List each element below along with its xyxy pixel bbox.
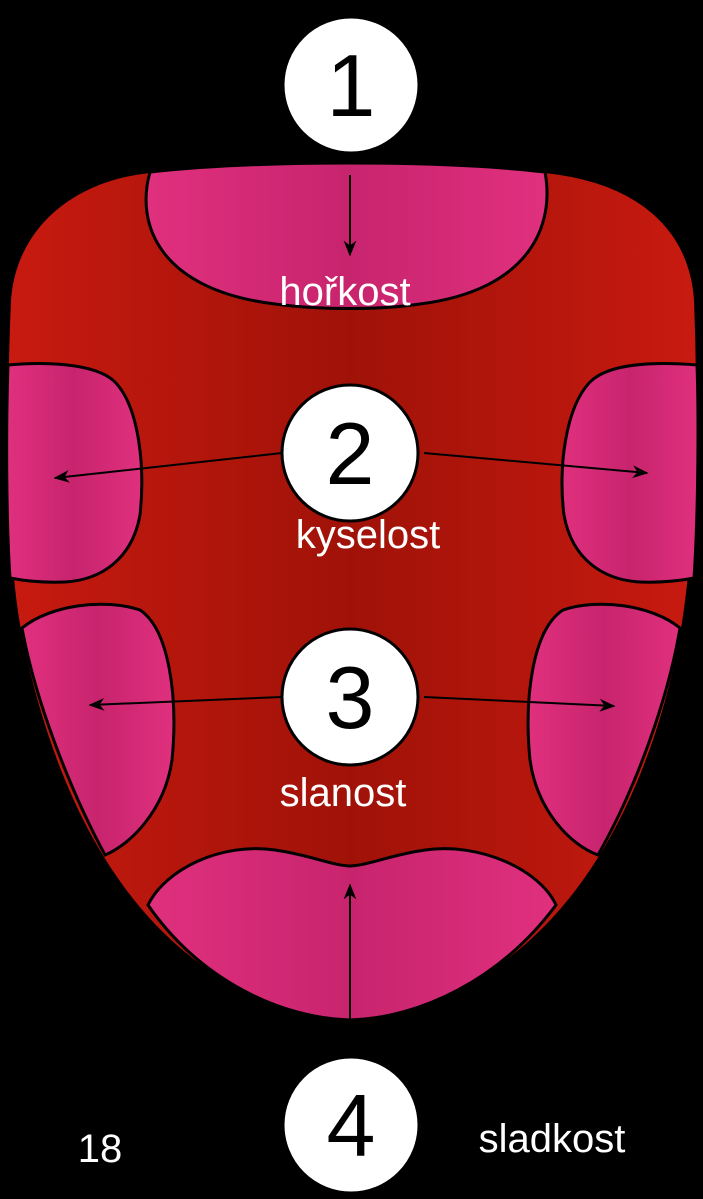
label-bitter: hořkost xyxy=(279,270,410,314)
zone-number: 3 xyxy=(326,648,375,747)
page-number: 18 xyxy=(78,1127,123,1171)
zone-number: 4 xyxy=(327,1076,376,1175)
zone-marker-1: 1 xyxy=(281,15,421,155)
arrow-sour-right xyxy=(423,452,649,479)
zone-sweet xyxy=(146,847,558,1022)
arrow-salty-right xyxy=(423,696,616,712)
zone-number: 1 xyxy=(327,36,376,135)
zone-marker-4: 4 xyxy=(281,1055,421,1195)
zone-circle xyxy=(280,627,420,767)
zone-circle xyxy=(281,1055,421,1195)
label-salty: slanost xyxy=(280,771,407,815)
zone-salty-left xyxy=(20,602,176,857)
zone-marker-2: 2 xyxy=(280,383,420,523)
arrow-sour-left xyxy=(53,452,283,483)
zone-number: 2 xyxy=(326,404,375,503)
zone-salty-right xyxy=(526,602,682,857)
zone-bitter xyxy=(144,161,549,310)
label-sour: kyselost xyxy=(296,513,441,557)
zone-sour-left xyxy=(5,362,144,584)
zone-circle xyxy=(280,383,420,523)
zone-marker-3: 3 xyxy=(280,627,420,767)
label-sweet: sladkost xyxy=(479,1117,626,1161)
arrow-salty-left xyxy=(88,696,283,711)
zone-sour-right xyxy=(560,362,700,584)
zone-circle xyxy=(281,15,421,155)
